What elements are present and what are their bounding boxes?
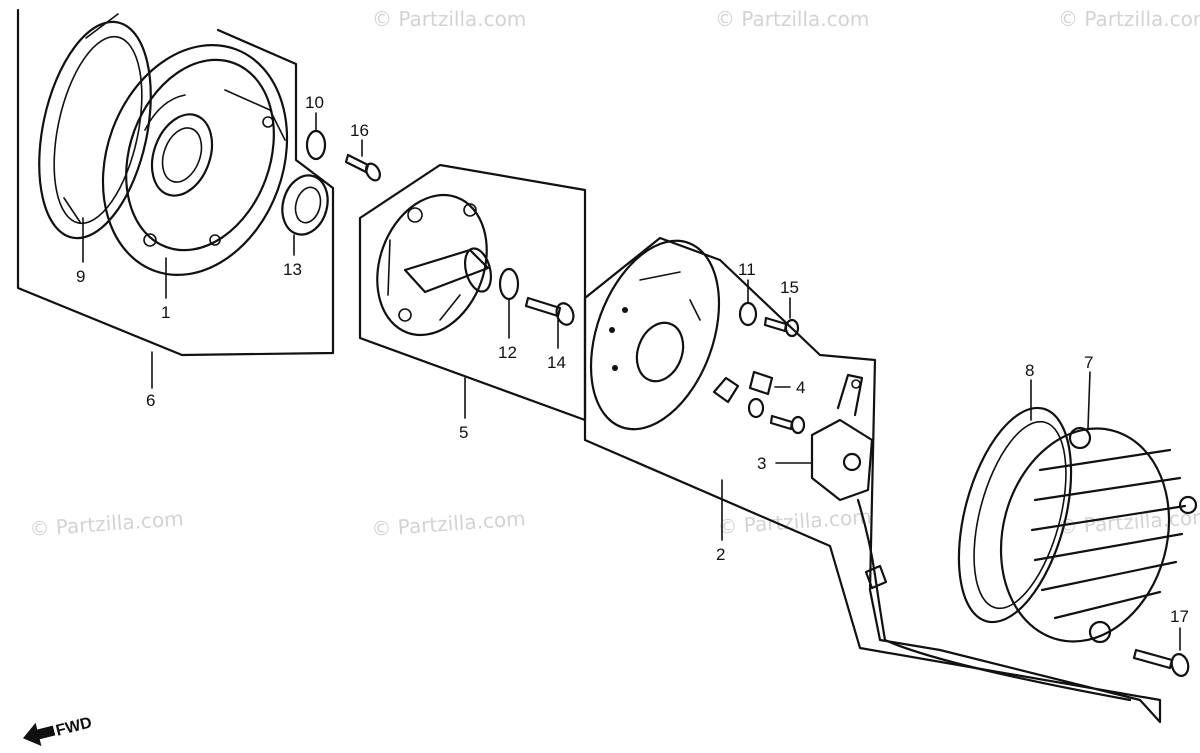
ref-6: 6 <box>146 391 155 410</box>
group-outline-2 <box>583 236 1162 724</box>
ref-3: 3 <box>757 454 766 473</box>
leader-lines <box>82 112 1181 651</box>
ref-8: 8 <box>1025 361 1034 380</box>
ref-16: 16 <box>350 121 369 140</box>
bolt-part-16 <box>344 153 381 182</box>
washer-part-12 <box>498 267 520 301</box>
screw-part-15 <box>763 316 800 338</box>
fwd-label: FWD <box>54 714 93 739</box>
pickup-part-3 <box>810 373 1132 702</box>
cover-part-7 <box>999 426 1198 644</box>
ref-17: 17 <box>1170 607 1189 626</box>
ref-14: 14 <box>547 353 566 372</box>
watermark: © Partzilla.com <box>372 7 526 31</box>
ref-15: 15 <box>780 278 799 297</box>
ref-12: 12 <box>498 343 517 362</box>
ref-10: 10 <box>305 93 324 112</box>
housing-part-1 <box>38 13 289 276</box>
ref-1: 1 <box>161 303 170 322</box>
ref-13: 13 <box>283 260 302 279</box>
ref-11: 11 <box>738 260 756 279</box>
bolt-part-17 <box>1132 648 1190 677</box>
fwd-indicator: FWD <box>22 714 94 747</box>
watermark: © Partzilla.com <box>1058 7 1200 31</box>
fwd-arrow-icon <box>22 722 56 747</box>
ref-2: 2 <box>716 545 725 564</box>
base-plate-part-2 <box>589 239 721 431</box>
ref-9: 9 <box>76 267 85 286</box>
watermark: © Partzilla.com <box>717 504 873 539</box>
governor-part-5 <box>376 193 493 337</box>
watermark: © Partzilla.com <box>29 506 185 541</box>
reference-numbers: 10 16 9 1 13 6 5 12 14 11 15 4 3 2 8 7 1… <box>76 93 1189 626</box>
group-outline-5 <box>358 163 587 422</box>
watermarks: © Partzilla.com © Partzilla.com © Partzi… <box>29 7 1200 541</box>
group-outline-6 <box>16 8 335 357</box>
ref-5: 5 <box>459 423 468 442</box>
seal-part-13 <box>281 174 329 236</box>
bolt-part-14 <box>524 296 575 326</box>
washer-part-11 <box>738 301 758 327</box>
washer-part-10 <box>305 129 327 161</box>
watermark: © Partzilla.com <box>371 506 527 541</box>
watermark: © Partzilla.com <box>715 7 869 31</box>
ref-7: 7 <box>1084 353 1093 372</box>
ref-4: 4 <box>796 378 805 397</box>
screw-part-4 <box>712 370 806 435</box>
